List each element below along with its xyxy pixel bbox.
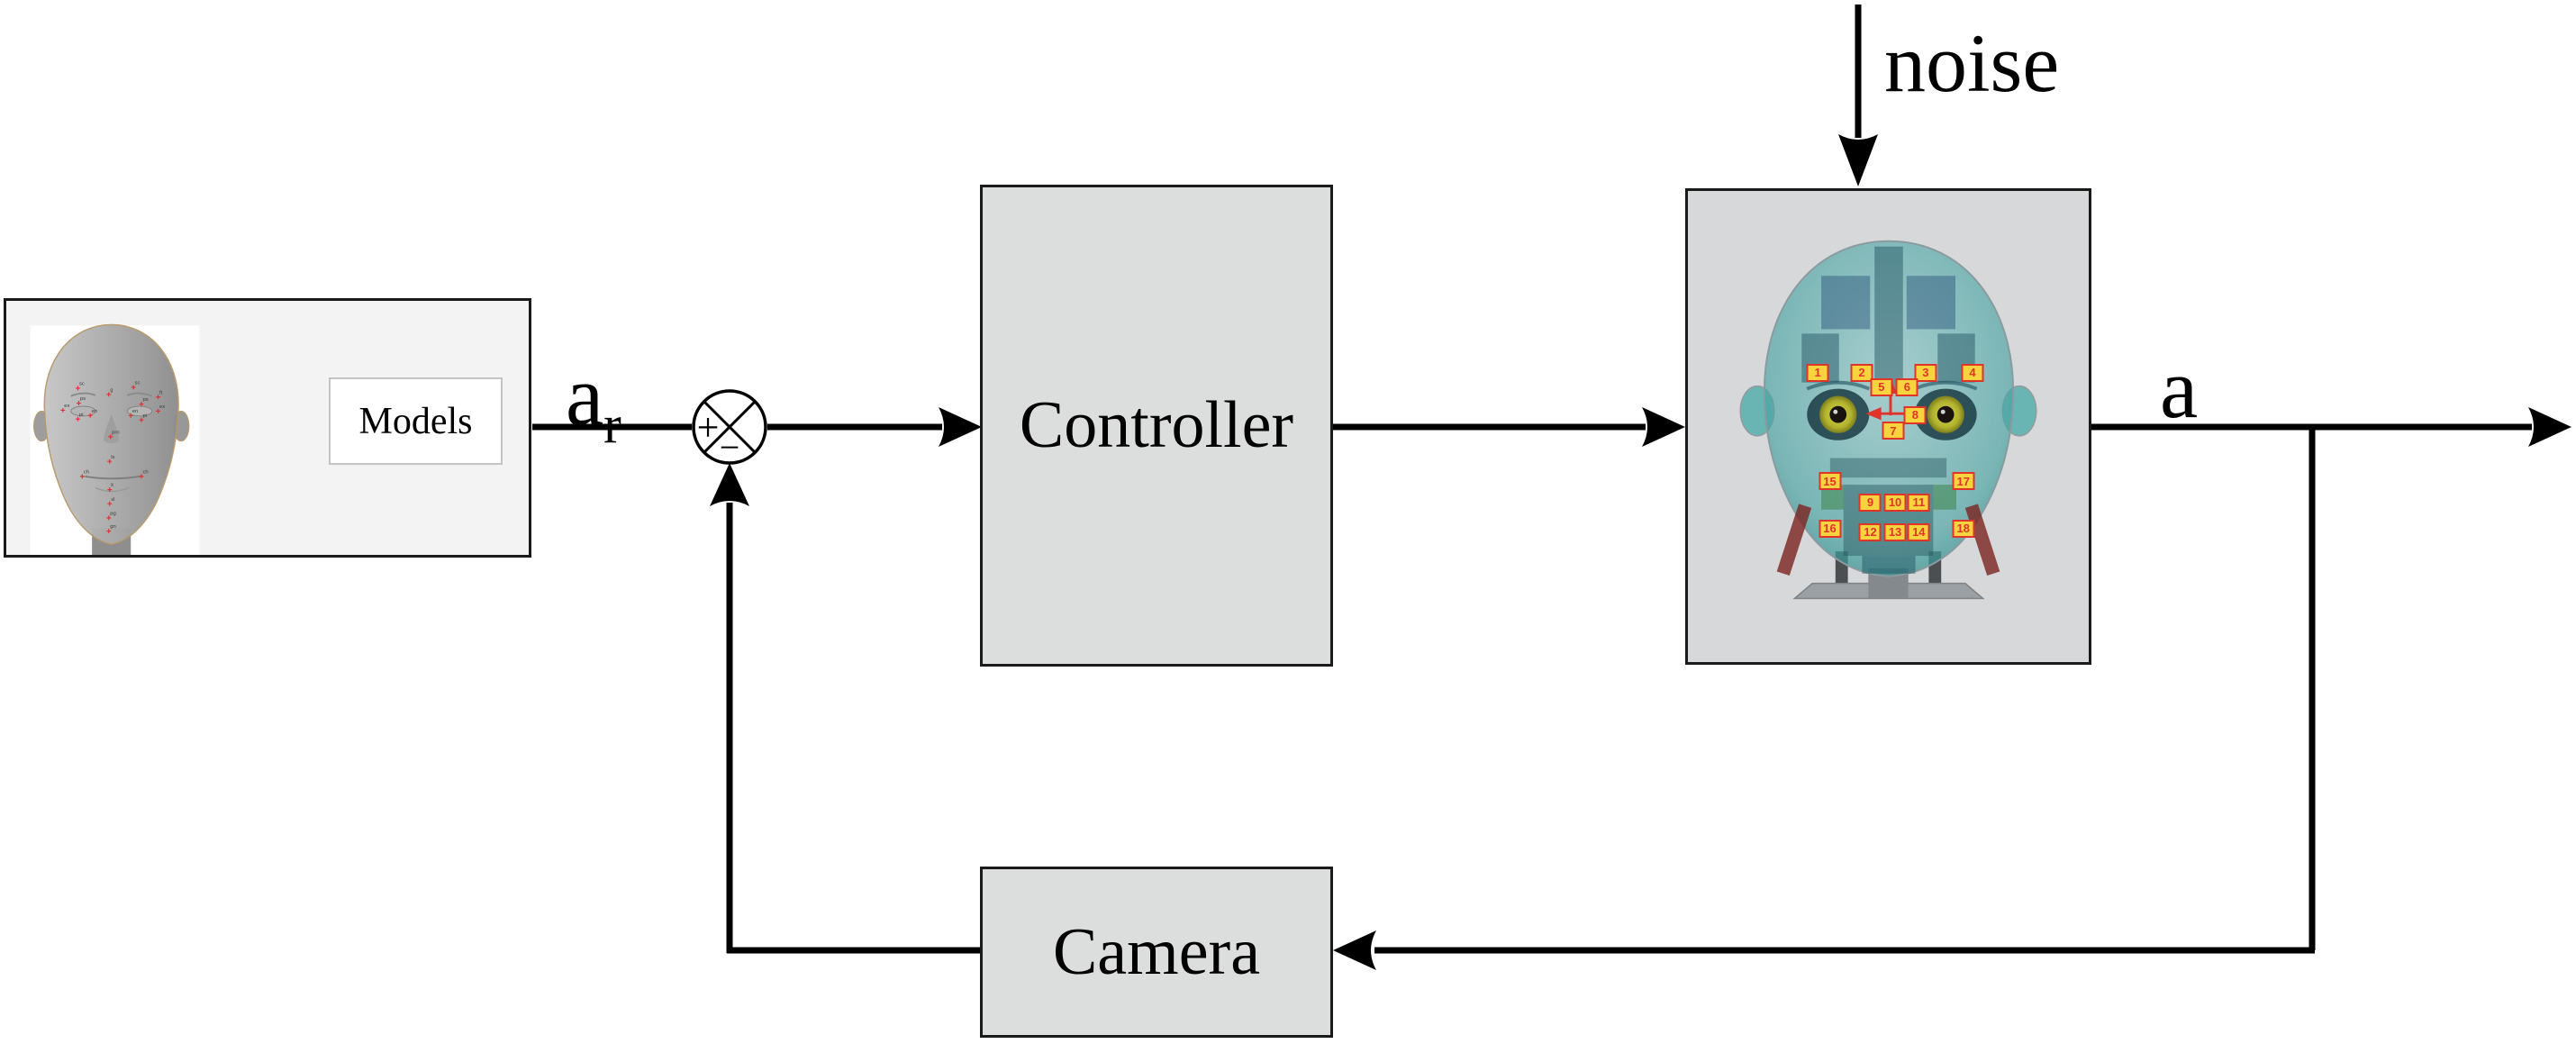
mannequin-nose	[103, 413, 120, 444]
summing-cross-line	[703, 400, 757, 454]
sum-plus-sign: +	[697, 405, 720, 449]
landmark-cross-en	[128, 413, 133, 418]
landmark-label-ps: ps	[80, 396, 86, 402]
reference-subscript: r	[603, 395, 621, 454]
landmark-cross-pi	[139, 417, 144, 422]
arrowhead-output	[2528, 407, 2571, 447]
mannequin-right-brow	[126, 392, 153, 397]
actuator-tag-5: 5	[1870, 377, 1893, 396]
landmark-label-ft: ft	[159, 390, 163, 395]
mannequin-mouth	[85, 475, 141, 480]
actuator-tag-13: 13	[1883, 522, 1907, 541]
output-signal-label: a	[2160, 340, 2199, 436]
mannequin-left-brow	[70, 392, 96, 397]
landmark-cross-ch	[79, 474, 85, 479]
actuator-tag-6: 6	[1895, 377, 1918, 396]
landmark-label-ex: ex	[64, 404, 69, 409]
mannequin-right-eye	[126, 405, 153, 417]
controller-label: Controller	[1019, 388, 1294, 462]
summing-junction: + −	[692, 389, 767, 468]
landmark-label-prn: prn	[112, 430, 119, 435]
landmark-cross-ft	[156, 395, 161, 400]
landmark-label-ch: ch	[84, 469, 89, 475]
landmark-cross-sc	[76, 386, 80, 391]
camera-block: Camera	[980, 867, 1333, 1038]
actuator-tag-18: 18	[1952, 519, 1975, 538]
landmark-cross-sl	[107, 501, 113, 506]
robot-skull	[1739, 240, 2037, 577]
reference-signal-label: ar	[566, 348, 621, 454]
landmark-cross-prn	[108, 434, 113, 440]
arrowhead-into-controller	[939, 407, 982, 447]
actuator-tag-1: 1	[1806, 363, 1829, 382]
actuator-tag-3: 3	[1914, 363, 1937, 382]
robot-head-graphic	[1739, 240, 2037, 600]
landmark-label-g: g	[110, 387, 113, 393]
camera-label: Camera	[1052, 914, 1261, 989]
landmark-cross-li	[107, 487, 113, 492]
actuator-tag-8: 8	[1903, 405, 1927, 424]
actuator-tag-2: 2	[1850, 363, 1873, 382]
arrowhead-into-camera	[1333, 931, 1376, 970]
actuator-tag-7: 7	[1882, 422, 1905, 440]
mannequin-head	[33, 323, 190, 555]
actuator-tag-15: 15	[1819, 472, 1842, 491]
landmark-cross-gn	[106, 529, 112, 534]
landmark-cross-pg	[106, 515, 112, 521]
actuator-tag-11: 11	[1907, 493, 1930, 512]
landmark-label-sc: sc	[135, 381, 141, 386]
landmark-cross-pi	[76, 416, 80, 422]
actuator-tag-17: 17	[1952, 472, 1975, 491]
landmark-cross-g	[106, 392, 112, 397]
landmark-label-en: en	[132, 409, 139, 414]
landmark-label-pi: pi	[142, 413, 147, 419]
landmark-cross-en	[87, 413, 93, 418]
landmark-cross-ps	[139, 402, 144, 407]
landmark-cross-sc	[131, 385, 136, 390]
robot-eyes	[1806, 380, 1978, 440]
arrowhead-noise	[1838, 134, 1878, 186]
landmark-label-li: li	[111, 483, 113, 488]
actuator-tag-14: 14	[1907, 522, 1930, 541]
landmark-cross-ex	[60, 407, 66, 413]
landmark-label-pg: pg	[110, 511, 116, 516]
mannequin-lower-lip	[95, 486, 130, 493]
actuator-tag-16: 16	[1819, 519, 1842, 538]
actuator-tag-9: 9	[1858, 493, 1882, 512]
landmark-label-ex: ex	[159, 404, 165, 410]
actuator-tag-4: 4	[1961, 363, 1984, 382]
landmark-cross-ls	[107, 458, 113, 464]
landmark-cross-ps	[77, 401, 81, 406]
arrowhead-into-sum	[710, 463, 749, 506]
actuator-tag-10: 10	[1883, 493, 1907, 512]
landmark-label-ch: ch	[142, 469, 148, 475]
models-label: Models	[358, 400, 473, 442]
noise-label: noise	[1884, 17, 2060, 109]
actuator-tag-12: 12	[1858, 522, 1882, 541]
landmark-label-ls: ls	[111, 455, 114, 460]
models-box: Models	[329, 377, 503, 465]
sum-minus-sign: −	[720, 427, 740, 468]
landmark-label-en: en	[92, 409, 98, 414]
landmark-label-gn: gn	[110, 524, 116, 530]
landmark-label-pi: pi	[79, 413, 84, 418]
landmark-cross-ex	[156, 408, 161, 413]
landmark-label-sl: sl	[111, 497, 114, 503]
controller-block: Controller	[980, 185, 1333, 667]
mannequin-left-eye	[70, 405, 96, 417]
arrowhead-into-plant	[1642, 407, 1685, 447]
landmark-label-sc: sc	[79, 382, 85, 387]
landmark-cross-ch	[139, 474, 144, 479]
landmark-label-ps: ps	[142, 397, 148, 403]
